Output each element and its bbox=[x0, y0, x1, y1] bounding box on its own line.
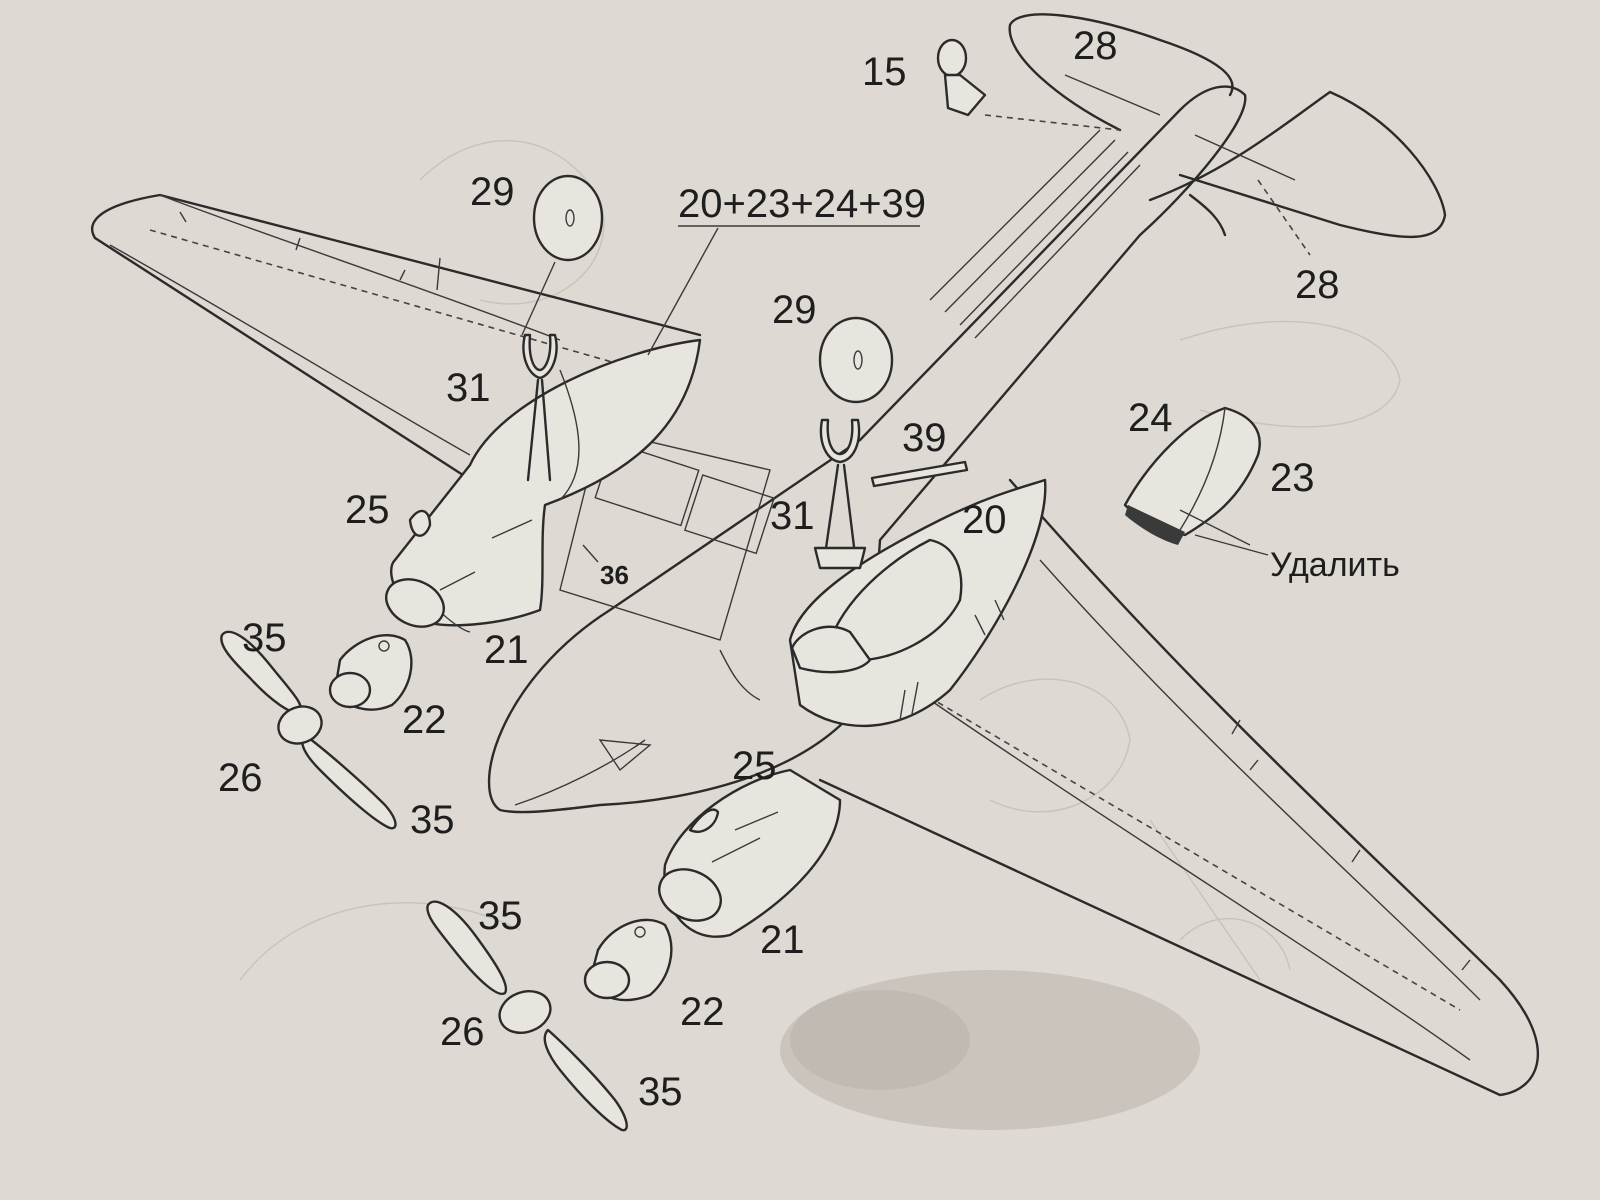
label-23: 23 bbox=[1270, 456, 1315, 500]
label-29-center: 29 bbox=[772, 288, 817, 332]
fuselage bbox=[487, 85, 1247, 814]
spinner-part-22-upper bbox=[328, 634, 413, 711]
cowl-part-23-24 bbox=[1123, 406, 1269, 556]
label-26-lower: 26 bbox=[440, 1010, 485, 1054]
leader-lines bbox=[521, 225, 1251, 563]
label-28-top: 28 bbox=[1073, 24, 1118, 68]
propeller-upper bbox=[220, 630, 397, 830]
label-20: 20 bbox=[962, 498, 1007, 542]
label-assembly: 20+23+24+39 bbox=[678, 182, 927, 226]
tail-section bbox=[984, 13, 1447, 256]
label-39: 39 bbox=[902, 416, 947, 460]
toner-smudge bbox=[780, 970, 1200, 1130]
right-wing bbox=[818, 478, 1539, 1097]
label-31-left: 31 bbox=[446, 366, 491, 410]
label-35-b: 35 bbox=[410, 798, 455, 842]
label-24: 24 bbox=[1128, 396, 1173, 440]
label-36: 36 bbox=[600, 560, 629, 590]
label-35-d: 35 bbox=[638, 1070, 683, 1114]
propeller-lower bbox=[426, 900, 628, 1132]
part-15 bbox=[936, 38, 987, 117]
label-35-c: 35 bbox=[478, 894, 523, 938]
lower-nacelle bbox=[658, 768, 842, 938]
left-nacelle bbox=[385, 338, 702, 633]
label-22-upper: 22 bbox=[402, 698, 447, 742]
wheel-part-29-center bbox=[818, 316, 894, 404]
label-delete: Удалить bbox=[1270, 546, 1400, 584]
spinner-part-22-lower bbox=[583, 918, 673, 1002]
label-28-right: 28 bbox=[1295, 263, 1340, 307]
strut-part-39 bbox=[870, 460, 969, 488]
label-21-upper: 21 bbox=[484, 628, 529, 672]
label-22-lower: 22 bbox=[680, 990, 725, 1034]
label-35-a: 35 bbox=[242, 616, 287, 660]
landing-gear-part-31-left bbox=[522, 333, 558, 482]
wheel-part-29-left bbox=[532, 174, 604, 262]
label-25-lower: 25 bbox=[732, 744, 777, 788]
label-26-upper: 26 bbox=[218, 756, 263, 800]
right-nacelle bbox=[788, 478, 1047, 728]
label-21-lower: 21 bbox=[760, 918, 805, 962]
landing-gear-part-31-center bbox=[813, 418, 867, 570]
label-15: 15 bbox=[862, 50, 907, 94]
label-29-left: 29 bbox=[470, 170, 515, 214]
label-25-upper: 25 bbox=[345, 488, 390, 532]
left-wing bbox=[90, 193, 702, 517]
label-31-center: 31 bbox=[770, 494, 815, 538]
